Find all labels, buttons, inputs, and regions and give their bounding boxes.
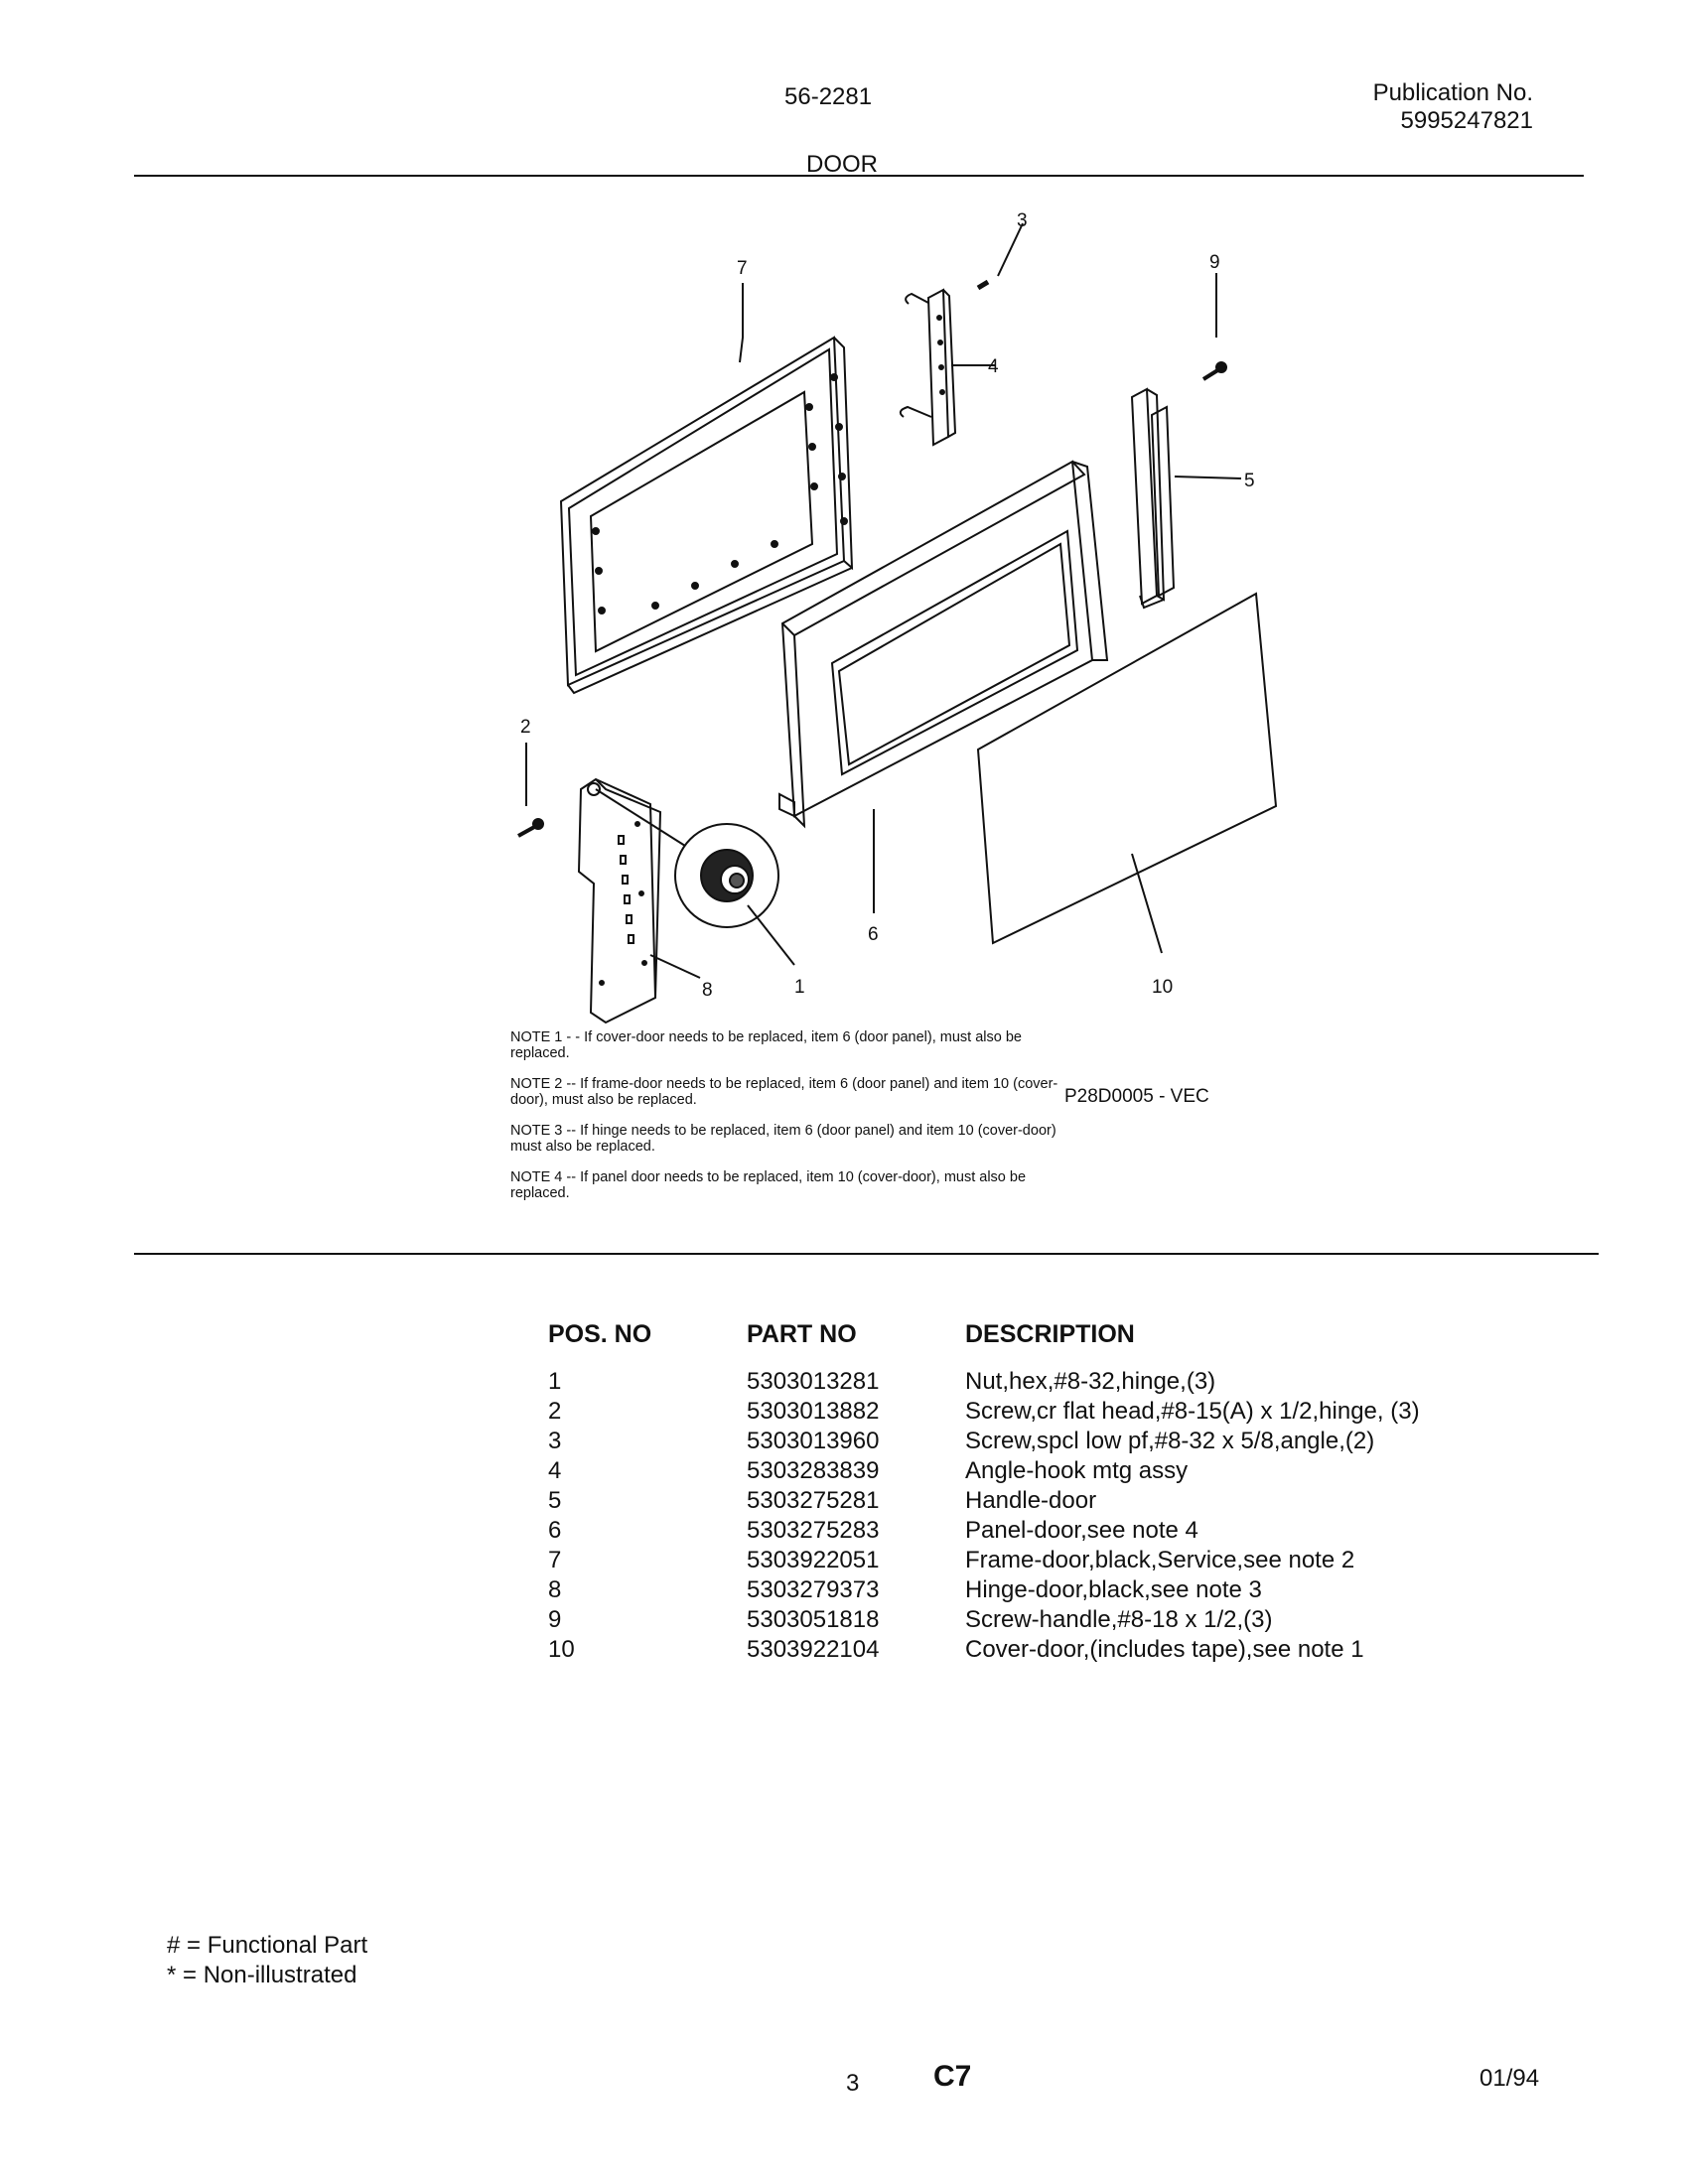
callout-9: 9 [1209,252,1220,273]
callout-1: 1 [794,977,805,998]
callout-8: 8 [702,980,713,1001]
part-no: 5303922104 [747,1636,880,1663]
leader-3 [997,222,1024,277]
cover-door-part [976,592,1278,945]
header-description: DESCRIPTION [965,1320,1135,1348]
part-no: 5303051818 [747,1606,880,1633]
description: Screw,cr flat head,#8-15(A) x 1/2,hinge,… [965,1398,1420,1425]
hinge-screw-part [517,818,544,838]
description: Frame-door,black,Service,see note 2 [965,1547,1355,1573]
note-3: NOTE 3 -- If hinge needs to be replaced,… [510,1123,1056,1155]
callout-2: 2 [520,717,531,738]
leader-8 [649,954,701,979]
part-no: 5303283839 [747,1457,880,1484]
part-no: 5303279373 [747,1576,880,1603]
part-no: 5303013960 [747,1428,880,1454]
leader-1 [747,904,795,966]
note-4: NOTE 4 -- If panel door needs to be repl… [510,1169,1027,1201]
description: Hinge-door,black,see note 3 [965,1576,1262,1603]
table-row: 4 5303283839 Angle-hook mtg assy [548,1456,1462,1486]
parts-table: POS. NO PART NO DESCRIPTION 1 5303013281… [548,1320,1462,1665]
header-rule [134,175,1584,177]
note-2: NOTE 2 -- If frame-door needs to be repl… [510,1076,1058,1108]
section-rule [134,1253,1599,1255]
table-row: 7 5303922051 Frame-door,black,Service,se… [548,1546,1462,1575]
pos-no: 2 [548,1398,562,1425]
part-no: 5303922051 [747,1547,880,1573]
legend-functional-part: # = Functional Part [167,1932,368,1959]
page-number: 3 [846,2070,860,2097]
table-row: 3 5303013960 Screw,spcl low pf,#8-32 x 5… [548,1427,1462,1456]
part-no: 5303275283 [747,1517,880,1544]
pos-no: 5 [548,1487,562,1514]
pos-no: 1 [548,1368,562,1395]
description: Nut,hex,#8-32,hinge,(3) [965,1368,1216,1395]
angle-hook-part [899,288,957,447]
header-pos-no: POS. NO [548,1320,652,1348]
hex-nut-part [595,788,779,928]
callout-3: 3 [1017,210,1028,231]
callout-7: 7 [737,258,748,279]
callout-5: 5 [1244,471,1255,491]
callout-4: 4 [988,356,999,377]
section-title: DOOR [806,151,878,178]
publication-number: 5995247821 [1400,107,1533,134]
description: Cover-door,(includes tape),see note 1 [965,1636,1364,1663]
pos-no: 7 [548,1547,562,1573]
header-part-no: PART NO [747,1320,857,1348]
notes-block: NOTE 1 - - If cover-door needs to be rep… [510,1029,1066,1216]
callout-6: 6 [868,924,879,945]
leader-10 [1131,853,1163,954]
part-no: 5303275281 [747,1487,880,1514]
page-code: C7 [933,2060,972,2093]
description: Screw-handle,#8-18 x 1/2,(3) [965,1606,1273,1633]
note-1: NOTE 1 - - If cover-door needs to be rep… [510,1029,1022,1061]
leader-7 [739,283,744,363]
description: Handle-door [965,1487,1097,1514]
legend: # = Functional Part * = Non-illustrated [167,1931,367,1990]
exploded-door-diagram: 1 2 3 4 5 6 7 8 9 10 [517,210,1278,1024]
pos-no: 9 [548,1606,562,1633]
table-row: 8 5303279373 Hinge-door,black,see note 3 [548,1575,1462,1605]
table-row: 6 5303275283 Panel-door,see note 4 [548,1516,1462,1546]
description: Screw,spcl low pf,#8-32 x 5/8,angle,(2) [965,1428,1375,1454]
part-no: 5303013281 [747,1368,880,1395]
callout-10: 10 [1152,977,1173,998]
table-row: 9 5303051818 Screw-handle,#8-18 x 1/2,(3… [548,1605,1462,1635]
table-row: 10 5303922104 Cover-door,(includes tape)… [548,1635,1462,1665]
handle-screw-part [1201,361,1227,381]
table-row: 5 5303275281 Handle-door [548,1486,1462,1516]
revision-date: 01/94 [1479,2065,1540,2092]
pos-no: 8 [548,1576,562,1603]
table-row: 2 5303013882 Screw,cr flat head,#8-15(A)… [548,1397,1462,1427]
description: Angle-hook mtg assy [965,1457,1189,1484]
handle-door-part [1130,387,1176,610]
pos-no: 4 [548,1457,562,1484]
angle-screw-part [976,279,990,291]
leader-5 [1174,476,1242,479]
legend-non-illustrated: * = Non-illustrated [167,1962,357,1988]
hinge-door-part [577,777,662,1024]
pos-no: 10 [548,1636,575,1663]
diagram-reference: P28D0005 - VEC [1064,1086,1209,1107]
table-row: 1 5303013281 Nut,hex,#8-32,hinge,(3) [548,1367,1462,1397]
model-number: 56-2281 [784,83,873,110]
pos-no: 3 [548,1428,562,1454]
publication-label: Publication No. [1372,79,1533,106]
description: Panel-door,see note 4 [965,1517,1198,1544]
panel-door-part [778,460,1109,829]
table-header-row: POS. NO PART NO DESCRIPTION [548,1320,1462,1367]
pos-no: 6 [548,1517,562,1544]
frame-door-part [559,336,854,695]
part-no: 5303013882 [747,1398,880,1425]
